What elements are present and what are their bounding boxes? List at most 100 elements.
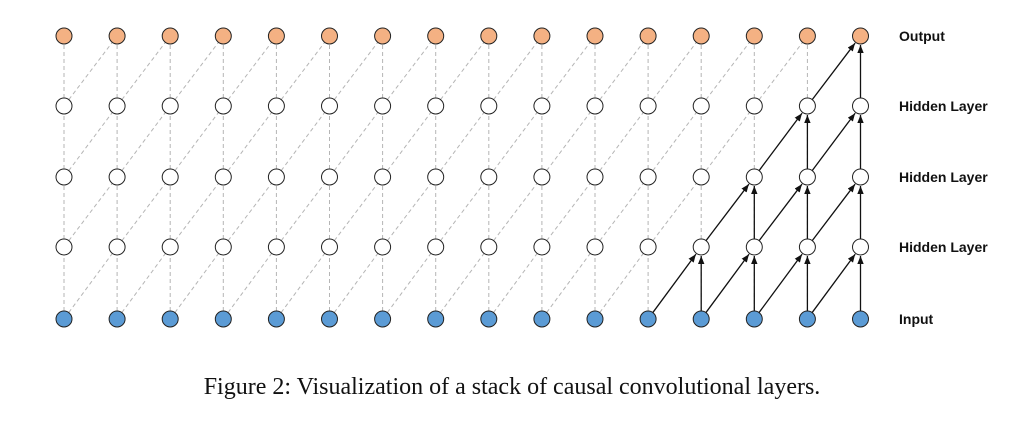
hidden-layer-1-node	[745, 238, 763, 256]
dashed-diagonal-connection	[599, 253, 644, 313]
dashed-diagonal-connection	[440, 253, 485, 313]
hidden-layer-1-node	[214, 238, 232, 256]
dashed-diagonal-connection	[652, 42, 697, 100]
input-node	[267, 310, 285, 328]
hidden-layer-2-node	[321, 168, 338, 186]
output-node	[480, 27, 498, 45]
causal-connection-arrow	[652, 253, 697, 313]
causal-connection-arrow	[758, 253, 803, 313]
input-node	[374, 310, 392, 328]
dashed-diagonal-connection	[121, 253, 166, 313]
causal-connection-arrow	[811, 253, 856, 313]
dashed-diagonal-connection	[493, 42, 538, 100]
dashed-diagonal-connection	[599, 42, 644, 100]
output-node	[586, 27, 604, 45]
hidden-layer-2-node	[267, 168, 285, 186]
hidden-layer-2-node	[108, 168, 126, 186]
hidden-layer-3-node	[108, 97, 126, 115]
hidden-layer-1-node	[108, 238, 126, 256]
dashed-diagonal-connection	[599, 112, 644, 171]
input-node	[55, 310, 73, 328]
hidden-layer-2-node	[533, 168, 551, 186]
hidden-layer-1-node	[267, 238, 285, 256]
output-node	[108, 27, 126, 45]
hidden-layer-2-label: Hidden Layer	[899, 169, 988, 185]
dashed-diagonal-connection	[440, 42, 485, 100]
output-node	[214, 27, 232, 45]
output-node	[55, 27, 73, 45]
output-node	[798, 27, 816, 45]
hidden-layer-1-node	[639, 238, 657, 256]
hidden-layer-2-node	[161, 168, 179, 186]
dashed-diagonal-connection	[68, 253, 113, 313]
hidden-layer-1-node	[374, 238, 392, 256]
dashed-diagonal-connection	[174, 253, 219, 313]
dashed-diagonal-connection	[121, 112, 166, 171]
dashed-diagonal-connection	[68, 183, 113, 241]
output-node	[692, 27, 710, 45]
hidden-layer-1-node	[55, 238, 73, 256]
causal-connection-arrow	[811, 112, 856, 171]
dashed-diagonal-connection	[333, 183, 379, 241]
dashed-diagonal-connection	[387, 42, 432, 100]
hidden-layer-1-node	[427, 238, 445, 256]
input-node	[798, 310, 816, 328]
dashed-diagonal-connection	[227, 42, 272, 100]
hidden-layer-3-node	[374, 97, 392, 115]
dashed-diagonal-connection	[174, 112, 219, 171]
causal-connection-arrow	[758, 183, 803, 242]
dashed-diagonal-connection	[652, 112, 697, 171]
hidden-layer-3-node	[798, 97, 816, 115]
active-connections	[652, 42, 864, 313]
hidden-layer-2-node	[427, 168, 445, 186]
input-label: Input	[899, 311, 934, 327]
output-node	[639, 27, 657, 45]
output-node	[533, 27, 551, 45]
dashed-diagonal-connection	[440, 183, 485, 241]
nodes	[55, 27, 869, 328]
dashed-diagonal-connection	[280, 183, 326, 241]
dashed-diagonal-connection	[387, 183, 432, 241]
input-node	[161, 310, 179, 328]
input-node	[214, 310, 232, 328]
dashed-diagonal-connection	[546, 183, 591, 241]
dashed-diagonal-connection	[493, 253, 538, 313]
input-node	[108, 310, 126, 328]
hidden-layer-2-node	[692, 168, 710, 186]
hidden-layer-3-node	[639, 97, 657, 115]
output-node	[267, 27, 285, 45]
causal-connection-arrow	[811, 42, 856, 101]
output-node	[321, 27, 338, 45]
figure-caption: Figure 2: Visualization of a stack of ca…	[203, 374, 821, 400]
dashed-diagonal-connection	[121, 183, 166, 241]
hidden-layer-1-node	[692, 238, 710, 256]
dashed-diagonal-connection	[174, 183, 219, 241]
hidden-layer-1-label: Hidden Layer	[899, 239, 988, 255]
dashed-diagonal-connection	[493, 183, 538, 241]
causal-connection-arrow	[705, 183, 750, 242]
hidden-layer-3-node	[745, 97, 763, 115]
hidden-layer-3-label: Hidden Layer	[899, 98, 988, 114]
input-node	[586, 310, 604, 328]
output-node	[374, 27, 392, 45]
hidden-layer-2-node	[55, 168, 73, 186]
hidden-layer-3-node	[586, 97, 604, 115]
dashed-diagonal-connection	[546, 253, 591, 313]
hidden-layer-3-node	[692, 97, 710, 115]
dashed-diagonal-connection	[280, 253, 326, 313]
input-node	[533, 310, 551, 328]
input-node	[639, 310, 657, 328]
dashed-diagonal-connection	[68, 42, 113, 100]
dashed-diagonal-connection	[333, 42, 379, 100]
dashed-diagonal-connection	[705, 42, 750, 100]
hidden-layer-3-node	[480, 97, 498, 115]
dashed-diagonal-connection	[280, 42, 326, 100]
hidden-layer-3-node	[55, 97, 73, 115]
hidden-layer-1-node	[586, 238, 604, 256]
causal-connection-arrow	[811, 183, 856, 242]
causal-connection-arrow	[705, 253, 750, 313]
hidden-layer-1-node	[533, 238, 551, 256]
dashed-diagonal-connection	[333, 253, 379, 313]
input-node	[745, 310, 763, 328]
